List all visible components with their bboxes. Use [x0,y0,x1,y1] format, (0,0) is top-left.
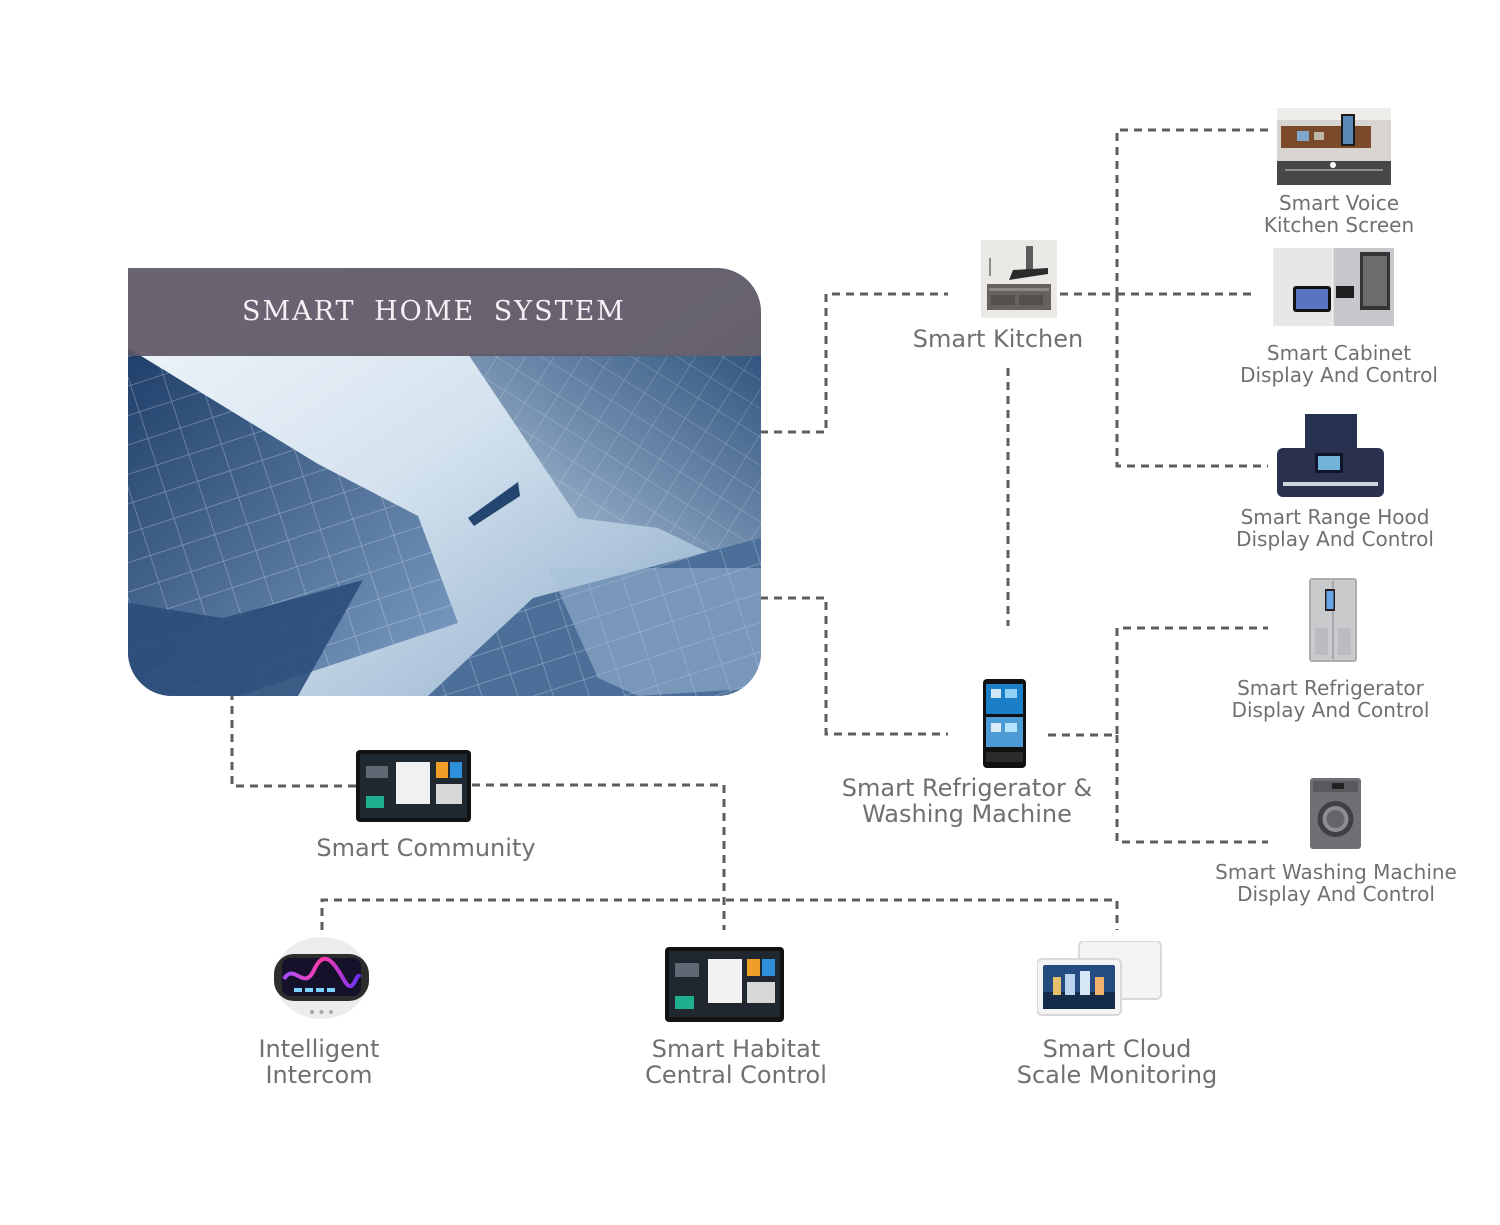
page-title: SMART HOME SYSTEM [242,296,626,327]
connector-system-to-kitchen [760,292,948,434]
central-control-panel-icon [665,947,784,1022]
smart-kitchen-label: Smart Kitchen [912,325,1084,353]
community-panel-icon [356,750,471,822]
smart-washing-machine-label: Smart Washing Machine Display And Contro… [1215,860,1457,906]
kitchen-screen-icon [1277,108,1391,185]
smart-range-hood-label: Smart Range Hood Display And Control [1236,505,1434,551]
cabinet-display-icon [1273,248,1394,326]
intercom-icon [274,937,369,1019]
smart-range-hood-image [1277,414,1384,497]
hero-title-bar: SMART HOME SYSTEM [128,268,761,356]
cloud-monitoring-tablet-icon [1036,940,1162,1016]
smart-habitat-central-control-label: Smart Habitat Central Control [645,1035,827,1089]
smart-community-image [356,750,471,822]
refrigerator-icon [1309,578,1357,662]
smart-home-system-panel: SMART HOME SYSTEM [128,268,761,696]
smart-community-label: Smart Community [316,834,536,862]
smart-refrigerator-label: Smart Refrigerator Display And Control [1231,676,1430,722]
glass-buildings-image [128,268,761,696]
smart-habitat-central-control-image [665,947,784,1022]
connector-appliances-to-washing-machine [1115,735,1268,844]
smart-refrigerator-washing-machine-image [983,679,1026,768]
smart-voice-kitchen-screen-label: Smart Voice Kitchen Screen [1263,191,1415,237]
smart-cabinet-label: Smart Cabinet Display And Control [1240,341,1438,387]
connector-system-to-appliances [760,596,948,736]
connector-community-bus [320,898,1119,930]
connector-kitchen-to-range-hood [1115,294,1268,468]
appliance-panel-icon [983,679,1026,768]
smart-cloud-scale-monitoring-image [1036,940,1163,1017]
connector-community-to-bus [472,783,726,930]
smart-cabinet-image [1273,248,1394,326]
smart-refrigerator-washing-machine-label: Smart Refrigerator & Washing Machine [841,774,1093,828]
range-hood-kitchen-icon [981,240,1057,318]
connector-kitchen-to-voice-screen [1060,128,1268,296]
smart-voice-kitchen-screen-image [1277,108,1391,185]
smart-cloud-scale-monitoring-label: Smart Cloud Scale Monitoring [1016,1035,1218,1089]
intelligent-intercom-image [274,936,369,1020]
smart-washing-machine-image [1310,778,1361,849]
washing-machine-icon [1310,778,1361,849]
smart-kitchen-image [981,240,1057,318]
intelligent-intercom-label: Intelligent Intercom [258,1035,380,1089]
connector-appliances-to-refrigerator [1048,626,1268,737]
smart-refrigerator-image [1309,578,1357,662]
range-hood-display-icon [1277,414,1384,497]
